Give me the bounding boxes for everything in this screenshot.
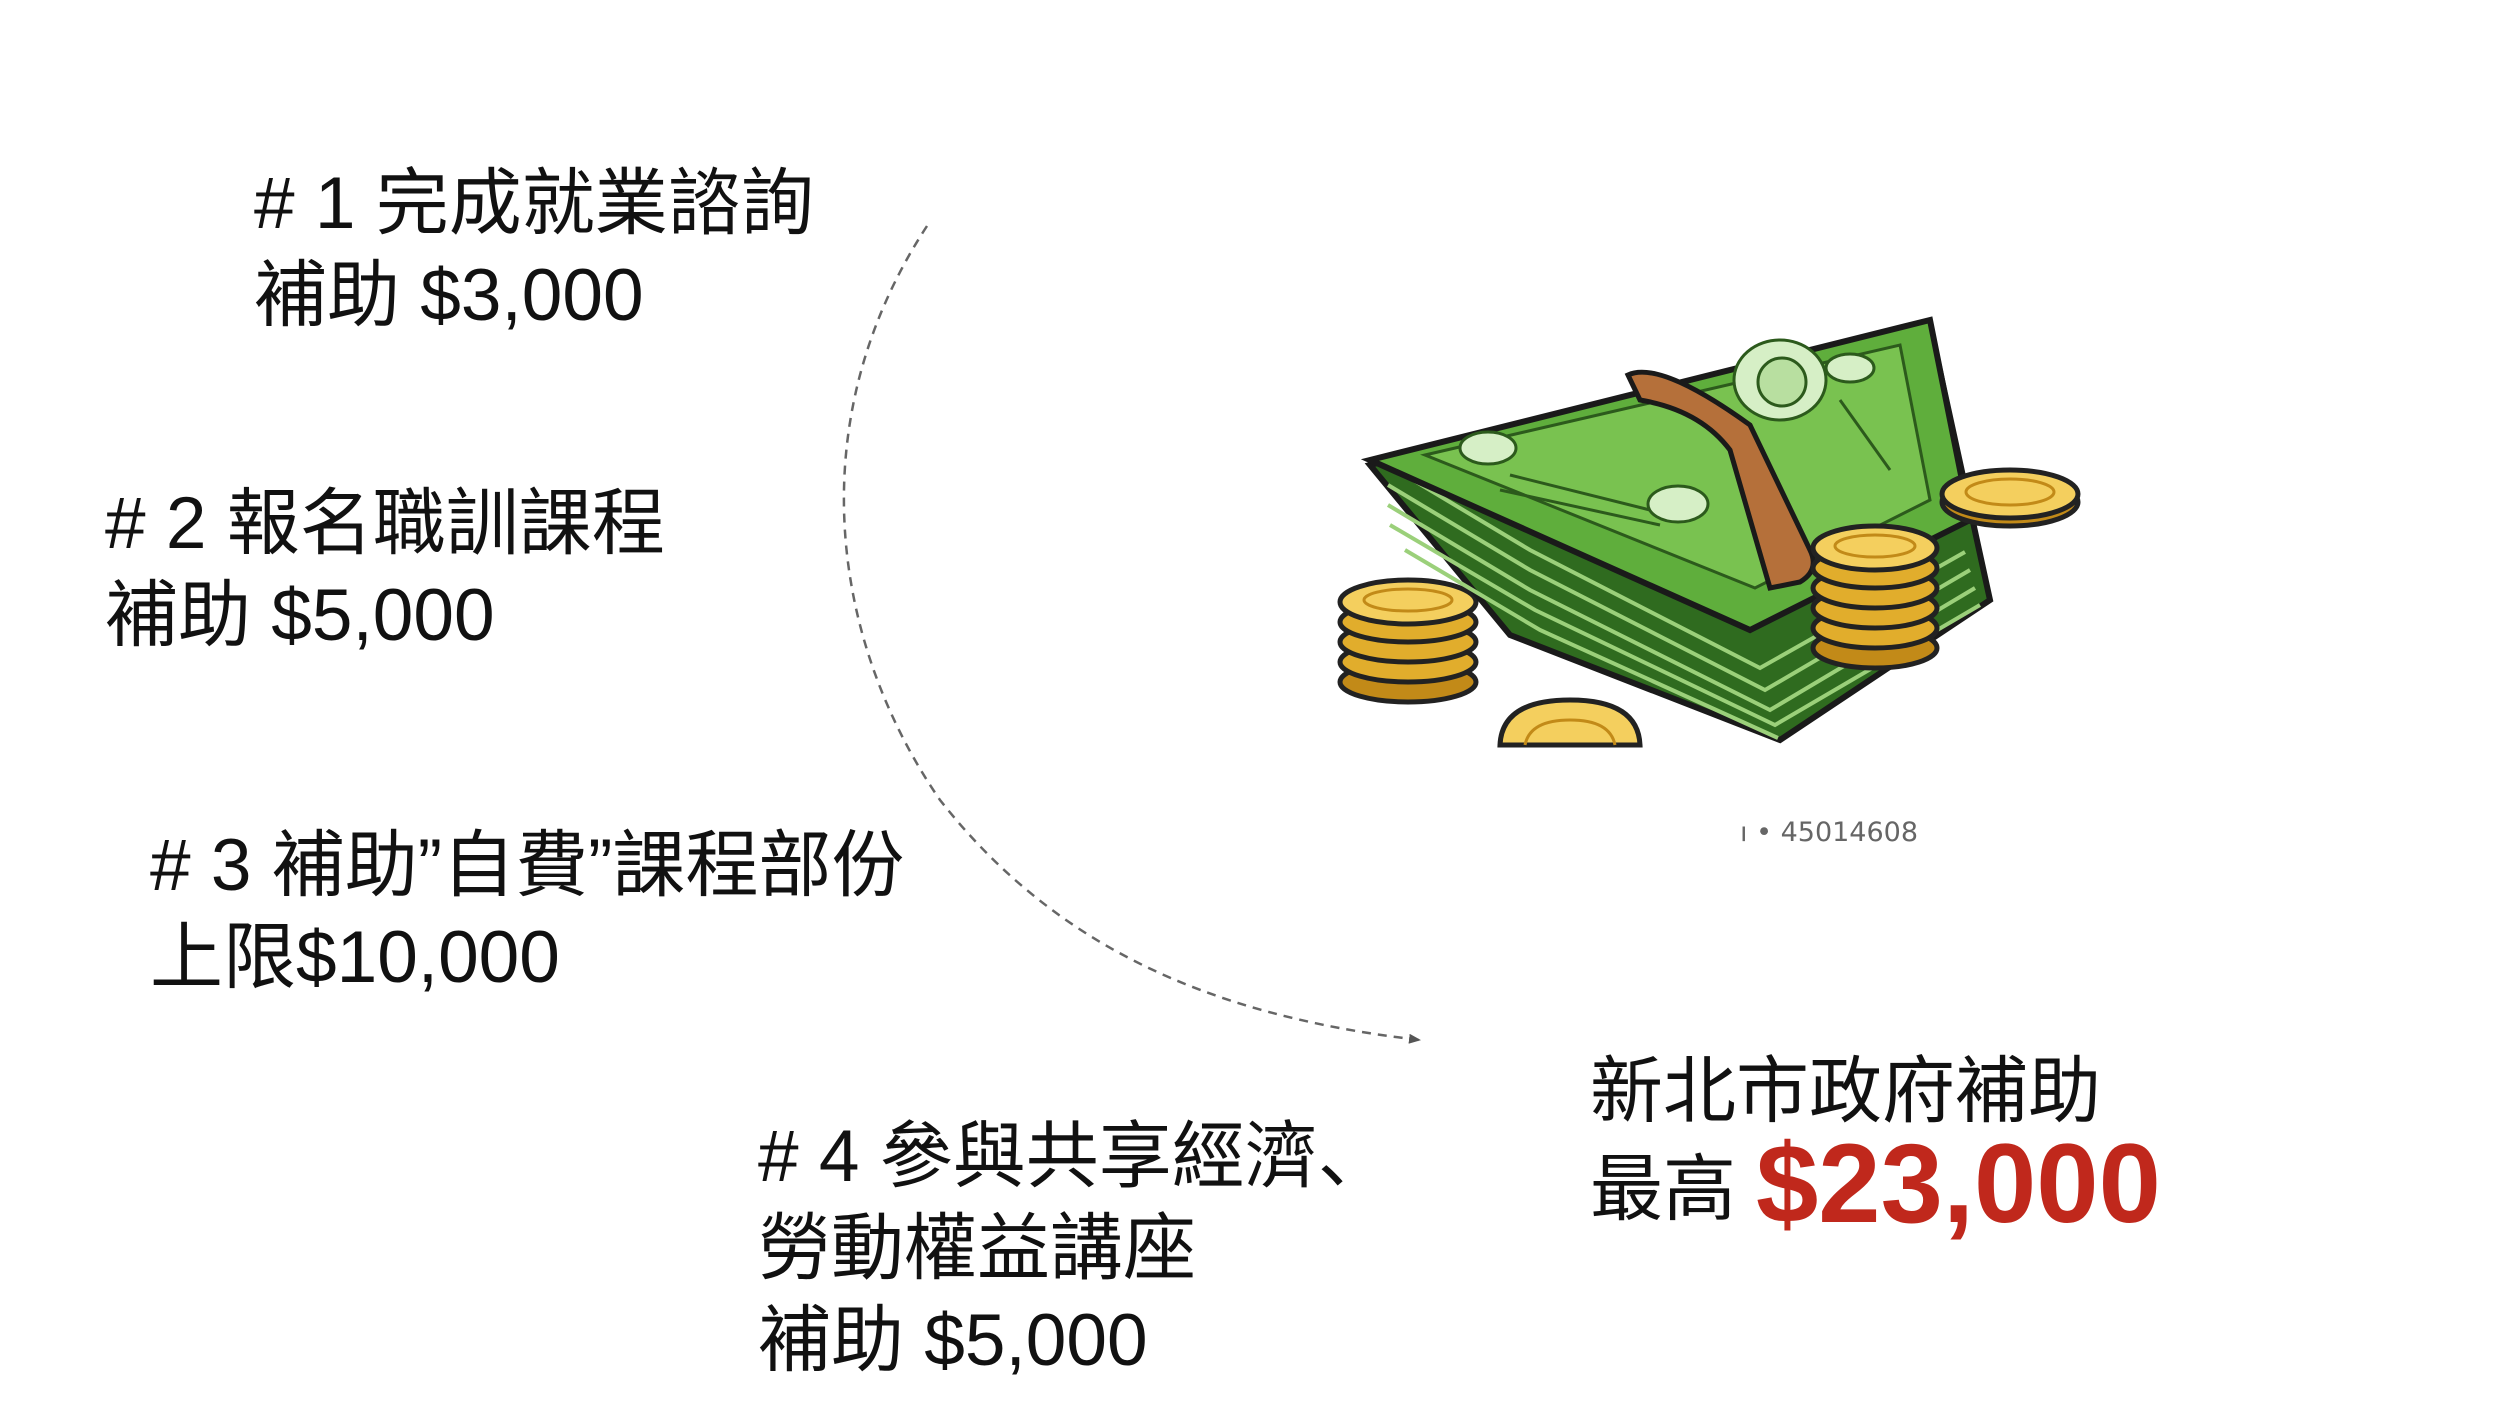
item-1-detail: 補助 $3,000 [254, 255, 644, 336]
total-subsidy-prefix: 最高 [1590, 1149, 1736, 1230]
subsidy-item-2: # 2 報名職訓課程 補助 $5,000 [105, 478, 665, 662]
coin-stack-left-icon [1337, 577, 1479, 705]
subsidy-item-1: # 1 完成就業諮詢 補助 $3,000 [254, 158, 814, 342]
item-3-title: # 3 補助”自費”課程部份 [150, 825, 905, 906]
image-watermark: ı • 45014608 [1740, 817, 1919, 848]
item-1-title: # 1 完成就業諮詢 [254, 163, 814, 244]
coin-stack-right-icon [1810, 523, 1940, 671]
coin-icon [1939, 467, 2081, 529]
subsidy-item-4: # 4 參與共享經濟、 勞動權益講座 補助 $5,000 [758, 1111, 1391, 1387]
item-4-title: # 4 參與共享經濟、 [758, 1116, 1391, 1197]
total-subsidy-amount: $23,000 [1756, 1121, 2161, 1246]
item-3-detail: 上限$10,000 [150, 917, 560, 998]
total-subsidy: 新北市政府補助 最高$23,000 [1590, 1046, 2161, 1240]
item-2-title: # 2 報名職訓課程 [105, 483, 665, 564]
money-stack-icon [1337, 316, 2081, 748]
subsidy-item-3: # 3 補助”自費”課程部份 上限$10,000 [150, 820, 904, 1004]
coin-bottom-icon [1497, 697, 1643, 748]
bill-stack-icon [1360, 316, 1994, 744]
item-4-title-continued: 勞動權益講座 [758, 1208, 1196, 1289]
item-4-detail: 補助 $5,000 [758, 1300, 1148, 1381]
total-subsidy-label: 新北市政府補助 [1590, 1051, 2101, 1132]
item-2-detail: 補助 $5,000 [105, 575, 495, 656]
